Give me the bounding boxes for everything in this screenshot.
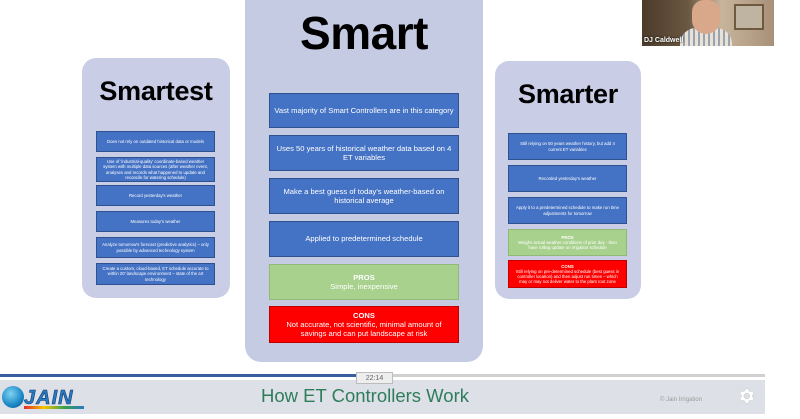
card-smart: Smart Vast majority of Smart Controllers…	[245, 0, 483, 362]
smart-cons-heading: CONS	[353, 311, 375, 320]
time-badge: 22:14	[356, 372, 393, 384]
smartest-item: Create a custom, cloud-based, ET schedul…	[96, 263, 215, 285]
smartest-item: Does not rely on outdated historical dat…	[96, 131, 215, 152]
smarter-cons-box: CONS Still relying on pre-determined sch…	[508, 260, 627, 288]
video-title: How ET Controllers Work	[200, 385, 530, 407]
presenter-name: DJ Caldwell	[644, 37, 683, 44]
wall-frame	[734, 4, 764, 30]
card-smarter: Smarter Still relying on 50 years weathe…	[495, 61, 641, 299]
card-title-smartest: Smartest	[82, 76, 230, 107]
smarter-item: Still relying on 50 years weather histor…	[508, 133, 627, 160]
smartest-item: Analyze tomorrow's forecast (predictive …	[96, 237, 215, 258]
smarter-pros-box: PROS Weighs actual weather conditions of…	[508, 229, 627, 256]
smart-item: Applied to predetermined schedule	[269, 221, 459, 257]
smarter-cons-text: Still relying on pre-determined schedule…	[513, 269, 622, 284]
copyright-text: © Jain Irrigation	[660, 397, 730, 403]
smarter-pros-text: Weighs actual weather conditions of prio…	[513, 240, 622, 250]
smarter-item: Recorded yesterday's weather	[508, 165, 627, 192]
jain-logo: JAIN	[0, 382, 90, 412]
smartest-item: Use of 'industrial-quality' coordinate-b…	[96, 157, 215, 182]
smartest-item: Record yesterday's weather	[96, 185, 215, 206]
webcam-video: DJ Caldwell	[642, 0, 774, 46]
smart-pros-box: PROS Simple, inexpensive	[269, 264, 459, 300]
video-progress-fill	[0, 374, 378, 377]
card-smartest: Smartest Does not rely on outdated histo…	[82, 58, 230, 298]
globe-icon	[2, 386, 24, 408]
smart-item: Vast majority of Smart Controllers are i…	[269, 93, 459, 128]
logo-stripe	[24, 406, 84, 409]
card-title-smarter: Smarter	[495, 79, 641, 110]
smarter-item: Apply it to a predetermined schedule to …	[508, 197, 627, 224]
smart-item: Uses 50 years of historical weather data…	[269, 135, 459, 171]
smart-cons-text: Not accurate, not scientific, minimal am…	[274, 320, 454, 338]
card-title-smart: Smart	[245, 6, 483, 60]
smart-pros-heading: PROS	[353, 273, 375, 282]
smart-cons-box: CONS Not accurate, not scientific, minim…	[269, 306, 459, 343]
smart-item: Make a best guess of today's weather-bas…	[269, 178, 459, 214]
gear-icon[interactable]	[736, 386, 756, 406]
presenter-head	[692, 0, 720, 34]
smart-pros-text: Simple, inexpensive	[330, 282, 398, 291]
smartest-item: Measures today's weather	[96, 211, 215, 232]
